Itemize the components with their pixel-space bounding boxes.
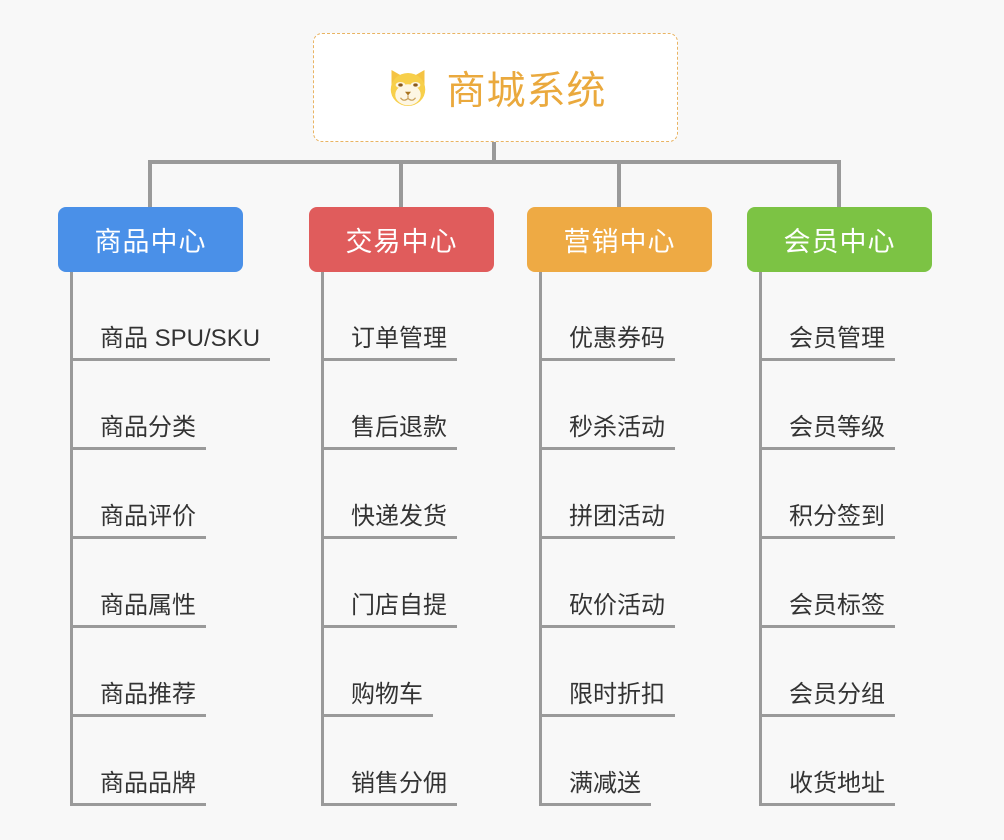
leaf-spine xyxy=(70,272,73,806)
category-header-trade-center[interactable]: 交易中心 xyxy=(309,207,494,272)
leaf-item-label: 商品推荐 xyxy=(70,682,206,717)
leaf-list-marketing-center: 优惠券码秒杀活动拼团活动砍价活动限时折扣满减送 xyxy=(527,272,712,806)
leaf-item-label: 订单管理 xyxy=(321,326,457,361)
column-member-center: 会员中心会员管理会员等级积分签到会员标签会员分组收货地址 xyxy=(747,207,932,806)
leaf-item-label: 门店自提 xyxy=(321,593,457,628)
leaf-item-label: 优惠券码 xyxy=(539,326,675,361)
leaf-item-label: 商品评价 xyxy=(70,504,206,539)
column-product-center: 商品中心商品 SPU/SKU 商品分类商品评价商品属性商品推荐商品品牌 xyxy=(58,207,271,806)
leaf-item[interactable]: 积分签到 xyxy=(747,450,932,539)
connector-drop-3 xyxy=(617,160,621,208)
leaf-item[interactable]: 商品评价 xyxy=(58,450,243,539)
leaf-item-label: 收货地址 xyxy=(759,771,895,806)
category-header-label: 交易中心 xyxy=(345,227,458,257)
leaf-item[interactable]: 拼团活动 xyxy=(527,450,712,539)
dog-face-icon xyxy=(384,64,432,112)
leaf-item-label: 会员分组 xyxy=(759,682,895,717)
leaf-item[interactable]: 会员分组 xyxy=(747,628,932,717)
leaf-item-label: 满减送 xyxy=(539,771,651,806)
leaf-item[interactable]: 销售分佣 xyxy=(309,717,494,806)
connector-drop-4 xyxy=(837,160,841,208)
column-trade-center: 交易中心订单管理售后退款快递发货门店自提购物车销售分佣 xyxy=(309,207,494,806)
leaf-item[interactable]: 售后退款 xyxy=(309,361,494,450)
leaf-item[interactable]: 快递发货 xyxy=(309,450,494,539)
leaf-item-label: 限时折扣 xyxy=(539,682,675,717)
leaf-item-label: 商品分类 xyxy=(70,415,206,450)
leaf-item-label: 砍价活动 xyxy=(539,593,675,628)
category-header-product-center[interactable]: 商品中心 xyxy=(58,207,243,272)
leaf-item-label: 商品属性 xyxy=(70,593,206,628)
leaf-item[interactable]: 会员管理 xyxy=(747,272,932,361)
leaf-item[interactable]: 购物车 xyxy=(309,628,494,717)
leaf-item[interactable]: 砍价活动 xyxy=(527,539,712,628)
leaf-item[interactable]: 会员标签 xyxy=(747,539,932,628)
leaf-item[interactable]: 商品属性 xyxy=(58,539,243,628)
connector-root-stem xyxy=(492,142,496,163)
leaf-item-label: 销售分佣 xyxy=(321,771,457,806)
category-header-label: 营销中心 xyxy=(563,227,676,257)
leaf-item-label: 积分签到 xyxy=(759,504,895,539)
leaf-item[interactable]: 商品推荐 xyxy=(58,628,243,717)
leaf-item-label: 商品 SPU/SKU xyxy=(70,326,271,361)
leaf-item-label: 拼团活动 xyxy=(539,504,675,539)
leaf-item[interactable]: 商品品牌 xyxy=(58,717,243,806)
leaf-item[interactable]: 收货地址 xyxy=(747,717,932,806)
connector-drop-1 xyxy=(148,160,152,208)
root-node-mall-system[interactable]: 商城系统 xyxy=(313,33,678,142)
leaf-item-label: 秒杀活动 xyxy=(539,415,675,450)
leaf-item[interactable]: 订单管理 xyxy=(309,272,494,361)
root-node-title: 商城系统 xyxy=(446,69,607,113)
leaf-item[interactable]: 限时折扣 xyxy=(527,628,712,717)
connector-drop-2 xyxy=(399,160,403,208)
category-header-label: 会员中心 xyxy=(783,227,896,257)
leaf-item-label: 会员等级 xyxy=(759,415,895,450)
leaf-item-label: 会员标签 xyxy=(759,593,895,628)
leaf-item[interactable]: 会员等级 xyxy=(747,361,932,450)
category-header-marketing-center[interactable]: 营销中心 xyxy=(527,207,712,272)
leaf-list-product-center: 商品 SPU/SKU 商品分类商品评价商品属性商品推荐商品品牌 xyxy=(58,272,271,806)
leaf-item-label: 快递发货 xyxy=(321,504,457,539)
leaf-list-member-center: 会员管理会员等级积分签到会员标签会员分组收货地址 xyxy=(747,272,932,806)
leaf-item[interactable]: 满减送 xyxy=(527,717,712,806)
leaf-list-trade-center: 订单管理售后退款快递发货门店自提购物车销售分佣 xyxy=(309,272,494,806)
leaf-item-label: 会员管理 xyxy=(759,326,895,361)
leaf-item[interactable]: 商品 SPU/SKU xyxy=(58,272,271,361)
leaf-item-label: 购物车 xyxy=(321,682,433,717)
column-marketing-center: 营销中心优惠券码秒杀活动拼团活动砍价活动限时折扣满减送 xyxy=(527,207,712,806)
category-header-label: 商品中心 xyxy=(94,227,207,257)
leaf-spine xyxy=(539,272,542,806)
connector-horizontal-bar xyxy=(148,160,841,164)
category-header-member-center[interactable]: 会员中心 xyxy=(747,207,932,272)
leaf-item[interactable]: 商品分类 xyxy=(58,361,243,450)
leaf-spine xyxy=(759,272,762,806)
leaf-item-label: 售后退款 xyxy=(321,415,457,450)
leaf-item[interactable]: 门店自提 xyxy=(309,539,494,628)
leaf-item[interactable]: 优惠券码 xyxy=(527,272,712,361)
leaf-item-label: 商品品牌 xyxy=(70,771,206,806)
leaf-item[interactable]: 秒杀活动 xyxy=(527,361,712,450)
leaf-spine xyxy=(321,272,324,806)
